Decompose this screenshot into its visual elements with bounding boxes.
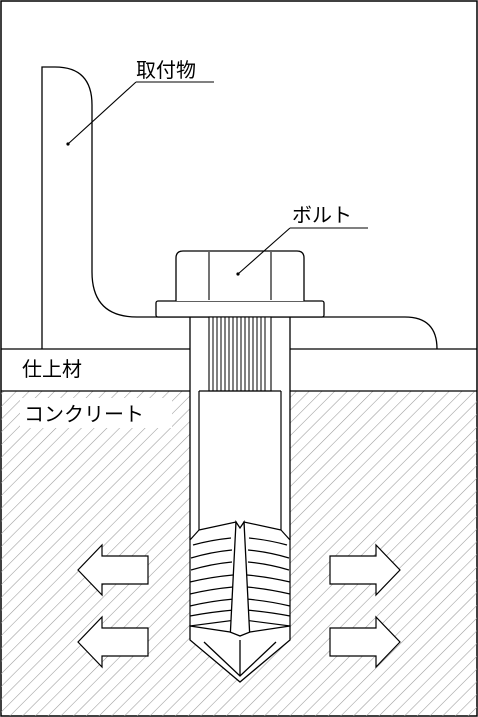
attachment-leader-dot xyxy=(66,142,70,146)
expansion-arrow-right-upper xyxy=(329,543,401,597)
label-concrete: コンクリート xyxy=(24,402,144,426)
label-bolt: ボルト xyxy=(292,203,352,227)
expansion-wedge-right xyxy=(243,521,291,627)
label-finish-material: 仕上材 xyxy=(22,357,82,381)
label-concrete-bg xyxy=(20,398,172,428)
cone-tip xyxy=(189,520,291,683)
bolt-head xyxy=(155,250,325,318)
attachment-leader xyxy=(67,81,137,145)
expansion-arrow-right-lower xyxy=(329,615,401,669)
attachment-bracket xyxy=(41,66,438,350)
expansion-wedge-left xyxy=(189,521,237,627)
bolt-leader-dot xyxy=(236,272,240,276)
expansion-arrow-left-upper xyxy=(77,543,149,597)
anchor-sleeve xyxy=(189,316,291,540)
label-attachment: 取付物 xyxy=(136,58,196,82)
bolt-leader xyxy=(237,227,291,275)
expansion-arrow-left-lower xyxy=(77,615,149,669)
